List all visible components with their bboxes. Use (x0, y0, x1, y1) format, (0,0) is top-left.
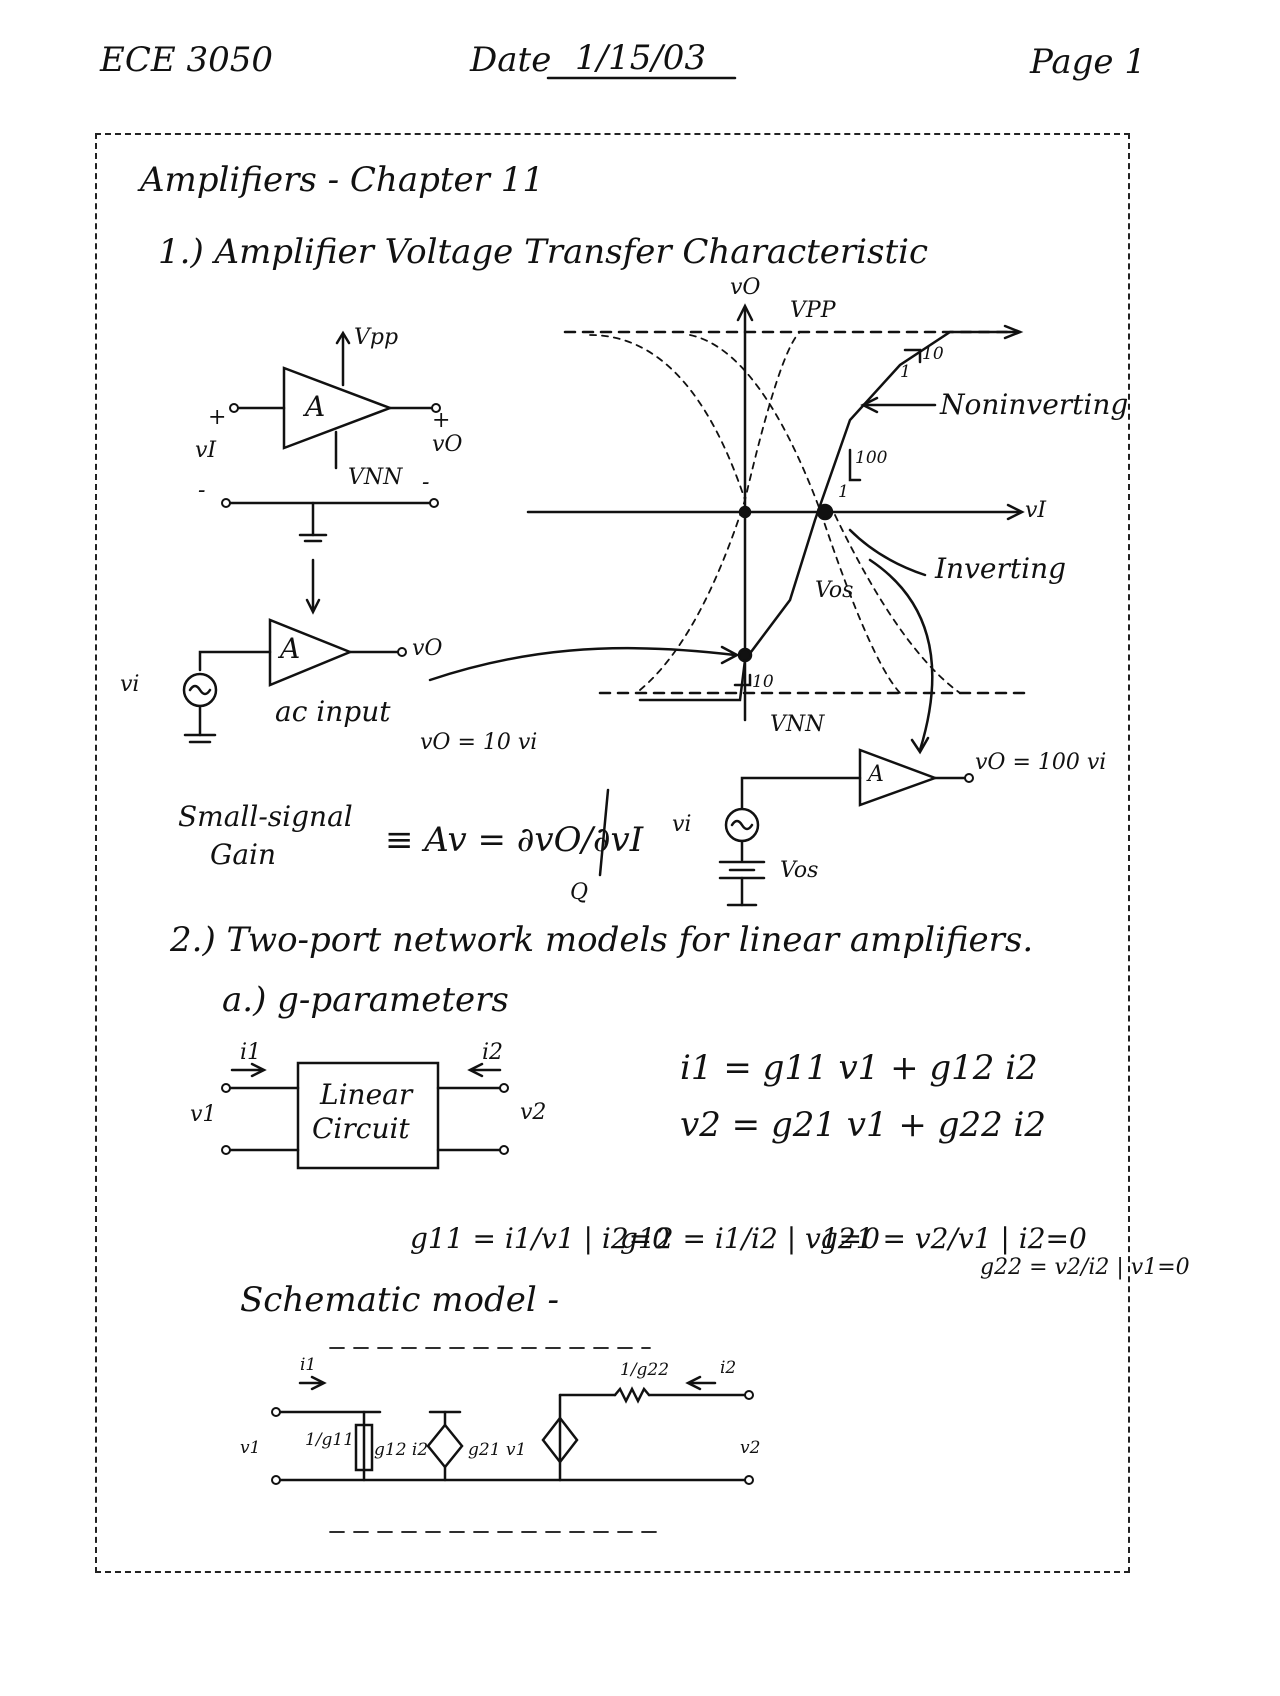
slope-1-mid: 1 (838, 482, 849, 502)
box-label-linear: Linear (320, 1078, 413, 1111)
linear-circuit-box (296, 1061, 440, 1170)
vi-minus: - (198, 478, 206, 503)
small-signal-label: Small-signal (178, 800, 353, 833)
inverting-label: Inverting (935, 552, 1067, 585)
ac-vi-label: vi (120, 672, 140, 697)
gain-label: Gain (210, 838, 277, 871)
slope-10-top: 10 (922, 344, 944, 364)
schematic-g21v1: g21 v1 (468, 1440, 527, 1460)
slope-100: 100 (855, 448, 888, 468)
g22-definition: g22 = v2/i2 | v1=0 (980, 1255, 1190, 1280)
page-title: Amplifiers - Chapter 11 (140, 160, 544, 200)
schematic-i1: i1 (300, 1355, 317, 1375)
graph-vnn-label: VNN (770, 712, 825, 737)
schematic-g12i2: g12 i2 (374, 1440, 429, 1460)
port-i1-label: i1 (240, 1040, 262, 1065)
schematic-g11: 1/g11 (305, 1430, 355, 1450)
graph-vpp-label: VPP (790, 298, 836, 323)
ac-input-label: ac input (275, 695, 391, 728)
offset-vos-label: Vos (780, 858, 819, 883)
vos-label: Vos (815, 578, 854, 603)
vi-label: vI (195, 438, 217, 463)
section1-heading: 1.) Amplifier Voltage Transfer Character… (158, 232, 929, 272)
equation-v2: v2 = g21 v1 + g22 i2 (680, 1105, 1047, 1145)
vo-label: vO (432, 432, 463, 457)
g21-definition: g21 = v2/v1 | i2=0 (820, 1222, 1087, 1255)
ac-vo-label: vO (412, 636, 443, 661)
port-v1-label: v1 (190, 1102, 217, 1127)
graph-y-axis-label: vO (730, 275, 761, 300)
offset-vi-label: vi (672, 812, 692, 837)
date-label: Date (470, 40, 552, 80)
page-border (95, 133, 1130, 1573)
port-v2-label: v2 (520, 1100, 547, 1125)
g12-definition: g12 = i1/i2 | v1=0 (620, 1222, 880, 1255)
page-number: Page 1 (1030, 42, 1146, 82)
gain-equation: ≡ Av = ∂vO/∂vI (385, 820, 644, 860)
g11-definition: g11 = i1/v1 | i2=0 (410, 1222, 670, 1255)
gain-100-equation: vO = 100 vi (975, 750, 1107, 775)
vo-minus: - (422, 470, 430, 495)
vnn-label: VNN (348, 465, 403, 490)
port-i2-label: i2 (482, 1040, 504, 1065)
date-value: 1/15/03 (575, 38, 707, 78)
equation-i1: i1 = g11 v1 + g12 i2 (680, 1048, 1038, 1088)
schematic-g22: 1/g22 (620, 1360, 670, 1380)
section2-heading: 2.) Two-port network models for linear a… (170, 920, 1034, 960)
noninverting-label: Noninverting (940, 388, 1129, 421)
schematic-i2: i2 (720, 1358, 737, 1378)
gain-10-equation: vO = 10 vi (420, 730, 538, 755)
graph-x-axis-label: vI (1025, 498, 1047, 523)
vpp-label: Vpp (354, 325, 399, 350)
box-label-circuit: Circuit (312, 1112, 410, 1145)
g-parameters-heading: a.) g-parameters (222, 980, 509, 1020)
schematic-v1: v1 (240, 1438, 261, 1458)
schematic-v2: v2 (740, 1438, 761, 1458)
course-number: ECE 3050 (100, 40, 273, 80)
slope-10-bottom: 10 (752, 672, 774, 692)
offset-amp-label: A (868, 762, 884, 787)
vi-plus: + (208, 405, 227, 430)
slope-1-top: 1 (900, 362, 911, 382)
q-point-label: Q (570, 880, 589, 905)
vo-plus: + (432, 408, 451, 433)
amp-label: A (305, 390, 326, 423)
ac-amp-label: A (280, 632, 301, 665)
schematic-model-label: Schematic model - (240, 1280, 560, 1320)
